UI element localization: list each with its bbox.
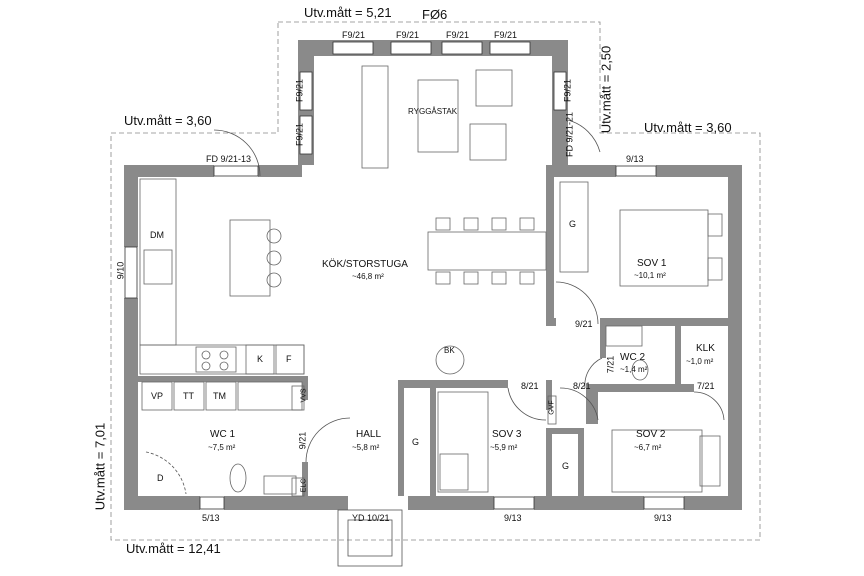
window-top-3: F9/21 <box>446 30 470 40</box>
exterior-walls <box>124 165 742 510</box>
door-wc2: 7/21 <box>605 355 616 374</box>
window-left-a: F9/21 <box>294 79 305 103</box>
window-kitchen-left: 9/10 <box>115 261 126 280</box>
misc-fixtures <box>435 325 721 493</box>
area-wc2: ~1,4 m² <box>620 365 648 374</box>
door-sov1: 9/21 <box>575 319 593 329</box>
room-kitchen: KÖK/STORSTUGA <box>322 259 408 270</box>
shower-label: D <box>157 473 164 483</box>
exterior-windows <box>124 165 685 510</box>
interior-walls <box>138 165 728 496</box>
bedroom1-furniture <box>559 181 723 287</box>
kitchen-counter <box>139 178 305 375</box>
wc1-fixtures <box>141 381 305 497</box>
door-swings <box>145 119 725 495</box>
dishwasher-label: DM <box>150 230 164 240</box>
window-top-4: F9/21 <box>494 30 518 40</box>
area-sov1: ~10,1 m² <box>634 271 666 280</box>
room-sov2: SOV 2 <box>636 429 666 440</box>
deck-label: RYGGÅSTAK <box>408 107 458 116</box>
window-top-2: F9/21 <box>396 30 420 40</box>
dining-table <box>427 217 547 285</box>
kitchen-island <box>229 219 282 297</box>
fridge-label: K <box>257 354 264 364</box>
room-klk: KLK <box>696 343 715 354</box>
window-right-a: F9/21 <box>562 79 573 103</box>
room-hall: HALL <box>356 429 382 440</box>
wardrobe-sov1: G <box>569 219 577 229</box>
area-sov2: ~6,7 m² <box>634 443 662 452</box>
door-sov3: 8/21 <box>521 381 539 391</box>
room-wc1: WC 1 <box>210 429 235 440</box>
washer-label: TM <box>213 391 226 401</box>
area-kitchen: ~46,8 m² <box>352 272 384 281</box>
module-label: FØ6 <box>422 7 448 22</box>
door-klk: 7/21 <box>697 381 715 391</box>
window-sov1-top: 9/13 <box>626 154 644 164</box>
stove-label: BK <box>444 346 455 355</box>
room-sov1: SOV 1 <box>637 258 667 269</box>
area-sov3: ~5,9 m² <box>490 443 518 452</box>
door-fd-left: FD 9/21-13 <box>206 154 252 164</box>
gvf-label: GVF <box>548 400 556 415</box>
deck-furniture <box>361 65 513 169</box>
dimension-outline <box>110 21 761 541</box>
wardrobe-hall: G <box>412 437 420 447</box>
window-bottom-sov2: 9/13 <box>654 513 672 523</box>
dim-right-upper: Utv.mått = 3,60 <box>644 120 732 135</box>
dim-left-vertical: Utv.mått = 7,01 <box>92 422 108 511</box>
dim-top: Utv.mått = 5,21 <box>304 5 392 20</box>
elc-label: ELC <box>300 478 308 493</box>
area-hall: ~5,8 m² <box>352 443 380 452</box>
window-bottom-wc1: 5/13 <box>202 513 220 523</box>
water-heater-label: VP <box>151 391 164 401</box>
vvs-label: VVS <box>300 388 308 403</box>
extension-windows <box>299 41 567 155</box>
dim-left-upper: Utv.mått = 3,60 <box>124 113 212 128</box>
dim-right-vertical: Utv.mått = 2,50 <box>598 45 614 134</box>
entrance-door: YD 10/21 <box>352 513 390 523</box>
room-wc2: WC 2 <box>620 352 645 363</box>
window-left-b: F9/21 <box>294 123 305 147</box>
window-bottom-sov3: 9/13 <box>504 513 522 523</box>
area-wc1: ~7,5 m² <box>208 443 236 452</box>
wardrobe-sov2: G <box>562 461 570 471</box>
freezer-label: F <box>286 354 292 364</box>
room-sov3: SOV 3 <box>492 429 522 440</box>
dim-bottom: Utv.mått = 12,41 <box>126 541 221 556</box>
area-klk: ~1,0 m² <box>686 357 714 366</box>
dryer-label: TT <box>183 391 194 401</box>
entrance-step <box>337 509 403 567</box>
door-hall: 9/21 <box>297 431 308 450</box>
window-top-1: F9/21 <box>342 30 366 40</box>
extension-walls <box>298 40 568 165</box>
door-fd-right: FD 9/21-21 <box>564 111 575 158</box>
door-sov2a: 8/21 <box>573 381 591 391</box>
